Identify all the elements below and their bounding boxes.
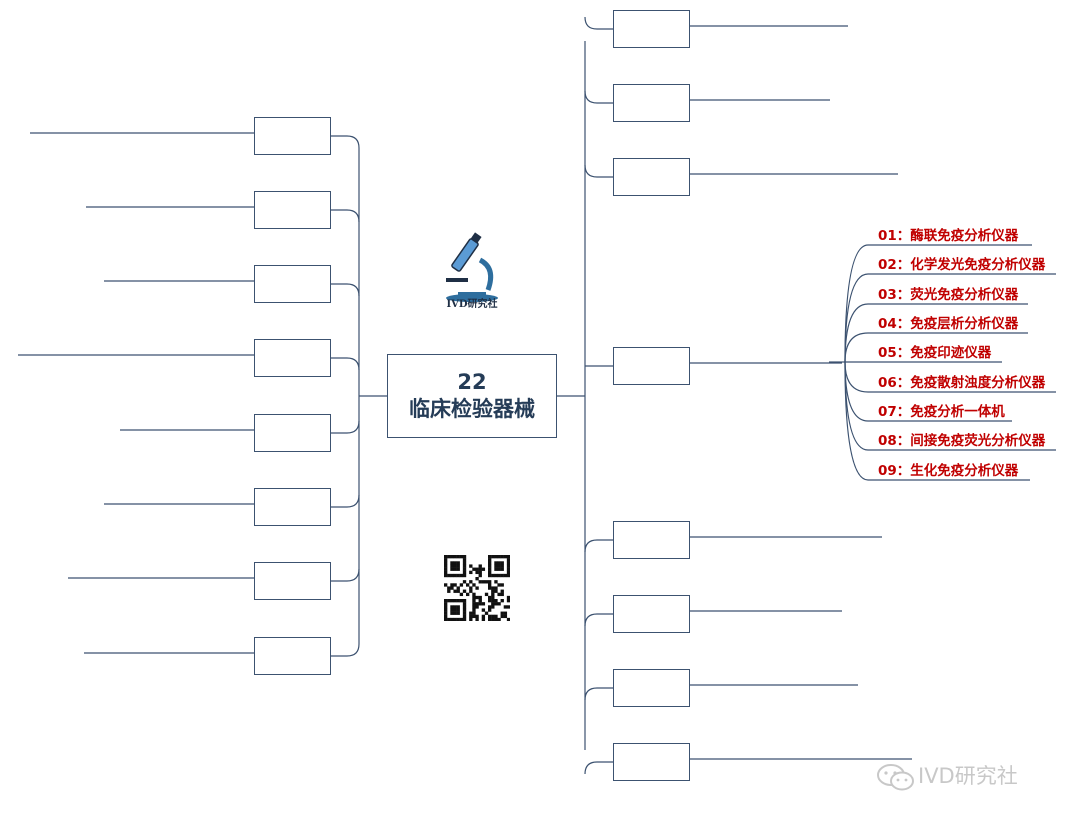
sub-item-2[interactable]: 02：化学发光免疫分析仪器 [878,257,1046,273]
qr-code-icon [444,555,510,621]
node-2214[interactable] [254,488,331,526]
watermark-text: IVD研究社 [918,764,1018,788]
node-2216[interactable] [254,637,331,675]
node-2205[interactable] [613,521,690,559]
sub-item-9[interactable]: 09：生化免疫分析仪器 [878,463,1019,479]
node-2207[interactable] [613,669,690,707]
node-2210[interactable] [254,191,331,229]
node-2211[interactable] [254,265,331,303]
sub-item-6[interactable]: 06：免疫散射浊度分析仪器 [878,375,1046,391]
node-2201[interactable] [613,10,690,48]
center-code: 22 [457,370,487,394]
node-2208[interactable] [613,743,690,781]
node-2212[interactable] [254,339,331,377]
center-node[interactable]: 22 临床检验器械 [387,354,557,438]
sub-item-7[interactable]: 07：免疫分析一体机 [878,404,1005,420]
sub-item-1[interactable]: 01：酶联免疫分析仪器 [878,228,1019,244]
center-title: 临床检验器械 [409,397,535,421]
microscope-icon [446,232,498,302]
node-2204[interactable] [613,347,690,385]
node-2202[interactable] [613,84,690,122]
node-2209[interactable] [254,117,331,155]
sub-item-8[interactable]: 08：间接免疫荧光分析仪器 [878,433,1046,449]
logo-text: IVD研究社 [446,299,498,310]
node-2215[interactable] [254,562,331,600]
sub-item-4[interactable]: 04：免疫层析分析仪器 [878,316,1019,332]
sub-item-5[interactable]: 05：免疫印迹仪器 [878,345,992,361]
wechat-icon [877,764,914,791]
node-2203[interactable] [613,158,690,196]
node-2213[interactable] [254,414,331,452]
node-2206[interactable] [613,595,690,633]
sub-item-3[interactable]: 03：荧光免疫分析仪器 [878,287,1019,303]
